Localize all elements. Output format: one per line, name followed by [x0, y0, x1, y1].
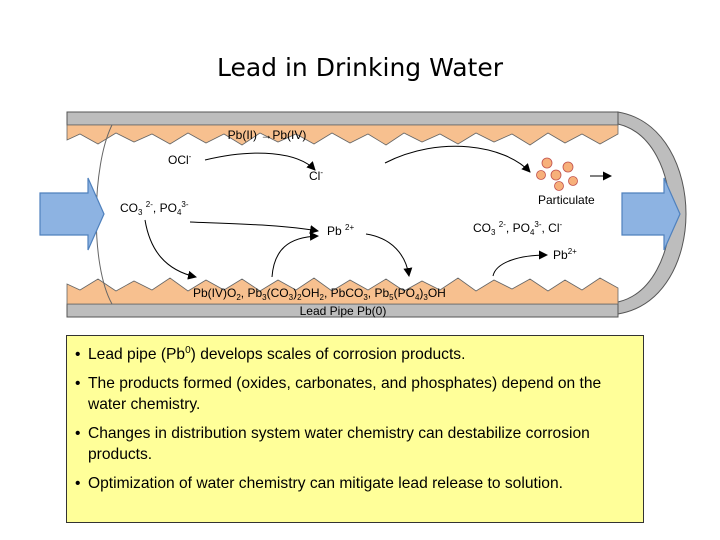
arrow-ions-to-pb — [189, 221, 319, 234]
particle — [562, 161, 574, 173]
flow-out-arrow — [621, 177, 681, 251]
particle — [536, 170, 546, 180]
pipe-top-wall — [66, 111, 619, 126]
scale-layer-top — [66, 124, 619, 146]
particle — [550, 169, 562, 181]
dissolved-ions-label: CO3 2-, PO43-, Cl- — [473, 220, 563, 237]
arrow-scale-to-pb — [271, 231, 319, 278]
particle — [568, 176, 578, 186]
particle — [541, 157, 553, 169]
carbonate-phosphate-label: CO3 2-, PO43- — [120, 200, 189, 217]
bullet-item: Lead pipe (Pb0) develops scales of corro… — [75, 344, 633, 365]
summary-box: Lead pipe (Pb0) develops scales of corro… — [66, 335, 644, 523]
bullet-item: Changes in distribution system water che… — [75, 423, 633, 465]
arrow-to-particulate — [384, 145, 531, 173]
bullet-item: The products formed (oxides, carbonates,… — [75, 373, 633, 415]
pb2-label: Pb2+ — [553, 247, 577, 262]
bullet-list: Lead pipe (Pb0) develops scales of corro… — [75, 344, 633, 494]
flow-in-arrow — [39, 177, 105, 251]
pb-ion-label: Pb 2+ — [327, 223, 354, 238]
scale-layer-bottom — [66, 277, 619, 305]
pipe-label: Lead Pipe Pb(0) — [300, 304, 387, 318]
cl-label: Cl- — [309, 168, 323, 183]
scale-products-label: Pb(IV)O2, Pb3(CO3)2OH2, PbCO3, Pb5(PO4)3… — [193, 286, 446, 302]
ocl-label: OCl- — [168, 152, 192, 167]
slide-title: Lead in Drinking Water — [216, 53, 504, 82]
arrow-scale-to-pb2 — [492, 250, 548, 277]
bullet-item: Optimization of water chemistry can miti… — [75, 473, 633, 494]
arrow-ocl-to-cl — [204, 152, 316, 171]
particle — [554, 181, 564, 191]
reaction-label: Pb(II) →Pb(IV) — [228, 128, 307, 142]
arrow-ions-to-scale — [144, 219, 197, 280]
lead-pipe-diagram: Pb(II) →Pb(IV) OCl- Cl- Particulate CO3 … — [39, 111, 687, 318]
arrow-pb-to-scale — [365, 233, 413, 277]
particulate-cluster — [536, 157, 578, 191]
particulate-label: Particulate — [538, 193, 595, 207]
